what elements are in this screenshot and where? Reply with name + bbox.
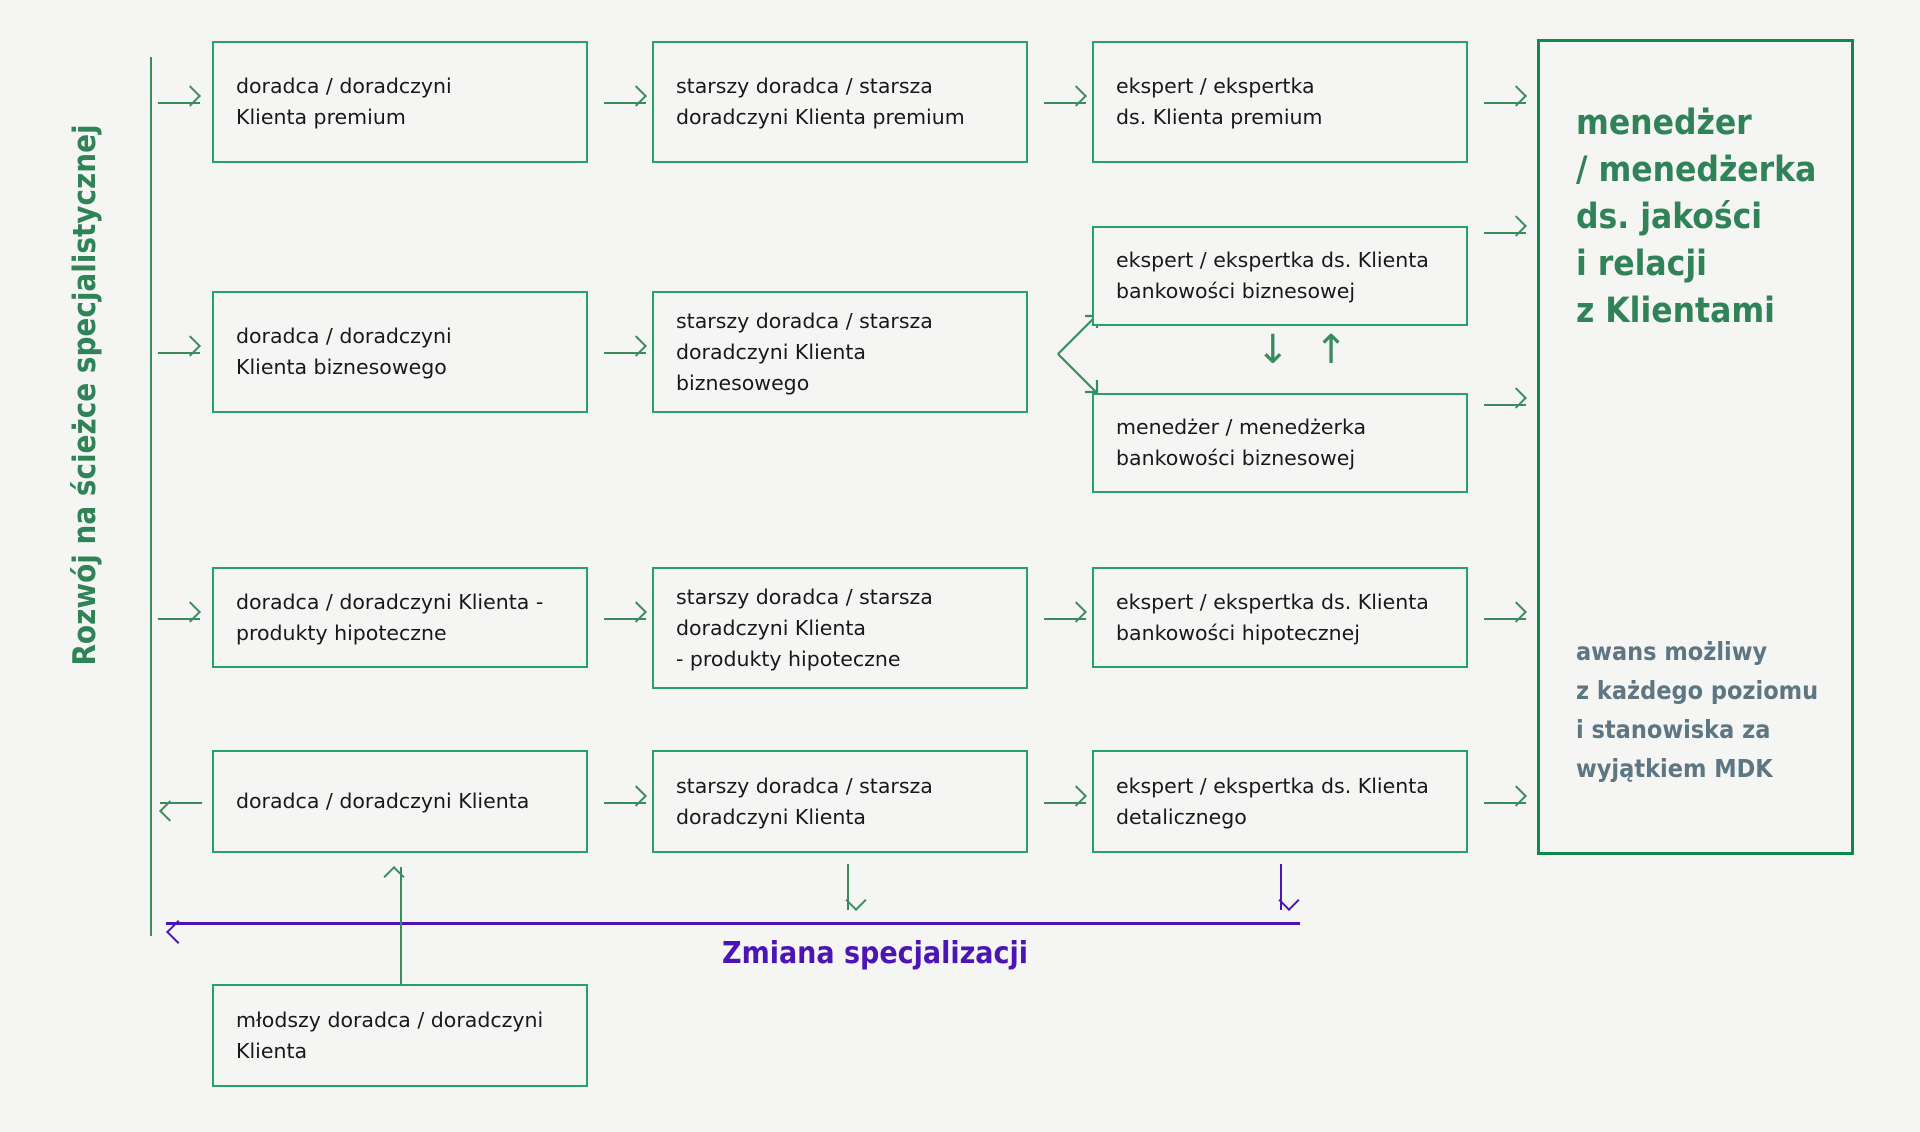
arrow-row4-to-spine <box>160 802 202 804</box>
node-row1-level3-label: ekspert / ekspertka ds. Klienta premium <box>1116 74 1323 129</box>
promotion-note: awans możliwy z każdego poziomu i stanow… <box>1576 637 1819 783</box>
arrow-row4-l2-l3 <box>1044 802 1086 804</box>
node-row1-level2: starszy doradca / starsza doradczyni Kli… <box>652 41 1028 163</box>
career-path-axis-label: Rozwój na ścieżce specjalistycznej <box>62 110 108 680</box>
arrow-row3-to-panel <box>1484 618 1526 620</box>
arrow-row4-level3-down <box>1280 864 1282 910</box>
career-path-axis-label-text: Rozwój na ścieżce specjalistycznej <box>67 124 103 666</box>
node-row4-level1-label: doradca / doradczyni Klienta <box>236 789 530 813</box>
specialisation-change-line <box>166 922 1300 925</box>
arrow-row1-l1-l2 <box>604 102 646 104</box>
node-row3-level2-label: starszy doradca / starsza doradczyni Kli… <box>676 584 933 671</box>
node-row4-level2: starszy doradca / starsza doradczyni Kli… <box>652 750 1028 853</box>
arrow-row2-l1-l2 <box>604 352 646 354</box>
node-row4-level1: doradca / doradczyni Klienta <box>212 750 588 853</box>
bidirectional-exchange-symbols: ↓ ↑ <box>1256 327 1354 373</box>
node-row1-level1-label: doradca / doradczyni Klienta premium <box>236 74 452 129</box>
arrow-row2-level3a-to-panel <box>1484 232 1526 234</box>
node-entry-level-label: młodszy doradca / doradczyni Klienta <box>236 1007 544 1063</box>
arrow-spine-to-row3 <box>158 618 200 620</box>
arrow-row4-to-panel <box>1484 802 1526 804</box>
arrow-row3-l1-l2 <box>604 618 646 620</box>
node-row3-level3-label: ekspert / ekspertka ds. Klienta bankowoś… <box>1116 589 1429 645</box>
arrow-row4-level2-down <box>847 864 849 910</box>
arrow-row1-l2-l3 <box>1044 102 1086 104</box>
node-row1-level1: doradca / doradczyni Klienta premium <box>212 41 588 163</box>
node-row2-level3b-label: menedżer / menedżerka bankowości bizneso… <box>1116 415 1367 470</box>
node-row3-level3: ekspert / ekspertka ds. Klienta bankowoś… <box>1092 567 1468 668</box>
node-row2-level2-label: starszy doradca / starsza doradczyni Kli… <box>676 308 933 395</box>
arrow-row1-to-panel <box>1484 102 1526 104</box>
node-row3-level1-label: doradca / doradczyni Klienta - produkty … <box>236 589 544 645</box>
arrow-spine-to-row1 <box>158 102 200 104</box>
node-row3-level2: starszy doradca / starsza doradczyni Kli… <box>652 567 1028 689</box>
arrow-row3-l2-l3 <box>1044 618 1086 620</box>
arrow-entry-up <box>400 867 402 985</box>
node-row2-level3b: menedżer / menedżerka bankowości bizneso… <box>1092 393 1468 493</box>
node-entry-level: młodszy doradca / doradczyni Klienta <box>212 984 588 1087</box>
node-row1-level2-label: starszy doradca / starsza doradczyni Kli… <box>676 74 965 129</box>
node-row3-level1: doradca / doradczyni Klienta - produkty … <box>212 567 588 668</box>
node-row2-level3a-label: ekspert / ekspertka ds. Klienta bankowoś… <box>1116 248 1429 303</box>
arrow-row4-l1-l2 <box>604 802 646 804</box>
manager-goal-title: menedżer / menedżerka ds. jakości i rela… <box>1576 103 1817 331</box>
specialisation-change-label: Zmiana specjalizacji <box>722 936 1028 971</box>
node-row1-level3: ekspert / ekspertka ds. Klienta premium <box>1092 41 1468 163</box>
spine-line <box>150 57 152 936</box>
arrow-row2-level3b-to-panel <box>1484 404 1526 406</box>
node-row2-level1: doradca / doradczyni Klienta biznesowego <box>212 291 588 413</box>
node-row4-level3: ekspert / ekspertka ds. Klienta detalicz… <box>1092 750 1468 853</box>
arrow-spine-to-row2 <box>158 352 200 354</box>
node-row2-level2: starszy doradca / starsza doradczyni Kli… <box>652 291 1028 413</box>
node-row2-level3a: ekspert / ekspertka ds. Klienta bankowoś… <box>1092 226 1468 326</box>
node-row2-level1-label: doradca / doradczyni Klienta biznesowego <box>236 324 452 379</box>
node-row4-level2-label: starszy doradca / starsza doradczyni Kli… <box>676 773 933 829</box>
manager-goal-panel: menedżer / menedżerka ds. jakości i rela… <box>1537 39 1854 855</box>
node-row4-level3-label: ekspert / ekspertka ds. Klienta detalicz… <box>1116 773 1429 829</box>
